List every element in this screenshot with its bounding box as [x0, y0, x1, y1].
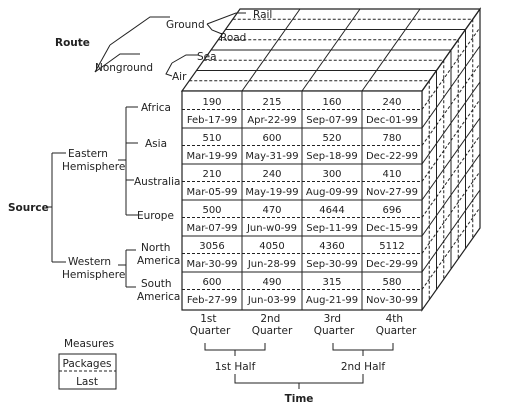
cube-front-face [181, 90, 423, 311]
cell-packages: 410 [382, 169, 401, 180]
cell-last: Sep-07-99 [306, 115, 358, 126]
cell-last: Sep-30-99 [306, 259, 358, 270]
cell-last: Nov-27-99 [366, 187, 418, 198]
route-air-label: Air [172, 71, 187, 83]
region-label-north-america: North America [137, 242, 180, 267]
source-hierarchy: Source Eastern Hemisphere Western Hemisp… [8, 102, 180, 303]
region-label-asia: Asia [145, 138, 167, 150]
cell-last: Dec-22-99 [366, 151, 418, 162]
region-label-south-america: South America [137, 278, 180, 303]
cell-last: Mar-05-99 [187, 187, 238, 198]
time-hierarchy: 1st Quarter 2nd Quarter 3rd Quarter 4th … [190, 313, 417, 405]
half-label-1: 1st Half [215, 361, 256, 373]
measures-item-packages: Packages [63, 358, 112, 370]
cell-last: Dec-15-99 [366, 223, 418, 234]
cell-last: Feb-27-99 [187, 295, 237, 306]
cell-packages: 4644 [319, 205, 344, 216]
measures-legend: Measures Packages Last [58, 338, 117, 390]
cell-packages: 510 [202, 133, 221, 144]
time-title: Time [285, 393, 314, 405]
cell-last: Mar-07-99 [187, 223, 238, 234]
route-rail-label: Rail [253, 9, 272, 21]
route-nonground-label: Nonground [95, 62, 153, 74]
cell-last: May-31-99 [245, 151, 298, 162]
route-ground-label: Ground [166, 19, 205, 31]
cell-last: Aug-09-99 [306, 187, 358, 198]
cell-last: Mar-19-99 [187, 151, 238, 162]
cell-packages: 4050 [259, 241, 284, 252]
cell-packages: 580 [382, 277, 401, 288]
cell-packages: 300 [322, 169, 341, 180]
measures-title: Measures [64, 338, 114, 350]
cell-packages: 190 [202, 97, 221, 108]
cell-last: Mar-30-99 [187, 259, 238, 270]
cell-packages: 696 [382, 205, 401, 216]
cell-packages: 160 [322, 97, 341, 108]
cube-right-face [421, 7, 481, 312]
cell-packages: 210 [202, 169, 221, 180]
cell-packages: 600 [202, 277, 221, 288]
route-sea-label: Sea [197, 51, 217, 63]
region-label-africa: Africa [141, 102, 171, 114]
western-hemisphere-label: Western Hemisphere [62, 256, 125, 281]
cell-packages: 3056 [199, 241, 224, 252]
cell-packages: 600 [262, 133, 281, 144]
route-road-label: Road [220, 32, 246, 44]
cell-last: Aug-21-99 [306, 295, 358, 306]
measures-item-last: Last [76, 376, 98, 388]
cell-packages: 470 [262, 205, 281, 216]
cell-packages: 5112 [379, 241, 404, 252]
cell-packages: 780 [382, 133, 401, 144]
cell-packages: 240 [382, 97, 401, 108]
cube-top-face [180, 8, 482, 92]
cell-packages: 240 [262, 169, 281, 180]
source-title: Source [8, 202, 49, 214]
cell-last: Jun-28-99 [247, 259, 296, 270]
region-label-australia: Australia [134, 176, 180, 188]
cell-packages: 500 [202, 205, 221, 216]
cell-last: Dec-29-99 [366, 259, 418, 270]
route-title: Route [55, 37, 90, 49]
cell-packages: 215 [262, 97, 281, 108]
cell-last: Dec-01-99 [366, 115, 418, 126]
quarter-label-3: 3rd Quarter [314, 313, 355, 337]
half-label-2: 2nd Half [341, 361, 386, 373]
cell-last: Apr-22-99 [247, 115, 296, 126]
quarter-label-4: 4th Quarter [376, 313, 417, 337]
cell-packages: 520 [322, 133, 341, 144]
quarter-label-2: 2nd Quarter [252, 313, 293, 337]
cell-last: Nov-30-99 [366, 295, 418, 306]
cell-last: Jun-03-99 [247, 295, 296, 306]
cell-values: 190 215 160 240 Feb-17-99 Apr-22-99 Sep-… [187, 97, 418, 306]
quarter-label-1: 1st Quarter [190, 313, 231, 337]
cell-last: May-19-99 [245, 187, 298, 198]
cell-last: Sep-11-99 [306, 223, 358, 234]
route-hierarchy: Route Ground Nonground Rail Road Sea Air [55, 9, 272, 83]
cell-last: Sep-18-99 [306, 151, 358, 162]
cell-last: Jun-w0-99 [246, 223, 297, 234]
cell-last: Feb-17-99 [187, 115, 237, 126]
cell-packages: 490 [262, 277, 281, 288]
cell-packages: 315 [322, 277, 341, 288]
eastern-hemisphere-label: Eastern Hemisphere [62, 148, 125, 173]
cell-packages: 4360 [319, 241, 344, 252]
region-label-europe: Europe [137, 210, 174, 222]
